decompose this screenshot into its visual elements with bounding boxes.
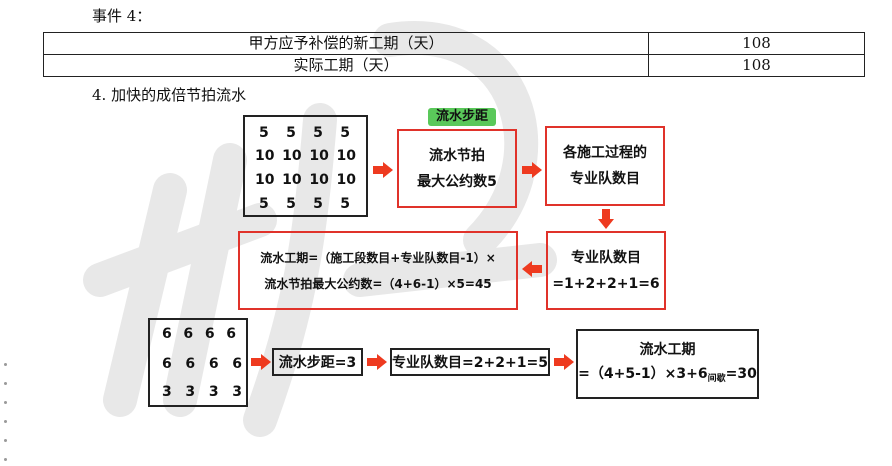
- rhythm-matrix-1: 5 5 5 5 10 10 10 10 10 10 10 10 5 5 5 5: [243, 115, 368, 217]
- arrow-icon: [598, 209, 614, 229]
- matrix-cell: 6: [183, 326, 194, 342]
- matrix-row: 5 5 5 5: [259, 196, 350, 212]
- duration-formula-box: 流水工期=（施工段数目+专业队数目-1）× 流水节拍最大公约数=（4+6-1）×…: [238, 231, 518, 310]
- formula-main: =（4+5-1）×3+6: [578, 365, 708, 382]
- team-count-box-2: 专业队数目=2+2+1=5: [390, 348, 550, 376]
- box-text: 流水步距=3: [278, 355, 357, 371]
- compensation-table: 甲方应予补偿的新工期（天） 108 实际工期（天） 108: [43, 32, 865, 77]
- box-text: 专业队数目: [571, 249, 641, 266]
- matrix-cell: 10: [336, 172, 356, 188]
- arrow-icon: [251, 354, 271, 370]
- table-cell-value: 108: [648, 32, 865, 55]
- matrix-cell: 6: [226, 326, 236, 342]
- table-row: 甲方应予补偿的新工期（天） 108: [43, 32, 865, 55]
- matrix-cell: 5: [313, 125, 323, 141]
- drag-handle-icon[interactable]: [3, 352, 11, 466]
- box-text: 各施工过程的: [563, 145, 647, 161]
- matrix-cell: 10: [282, 148, 302, 164]
- matrix-cell: 5: [340, 125, 350, 141]
- matrix-cell: 10: [336, 148, 356, 164]
- matrix-cell: 10: [309, 148, 329, 164]
- matrix-row: 6 6 6 6: [162, 356, 242, 372]
- matrix-cell: 10: [282, 172, 302, 188]
- table-row: 实际工期（天） 108: [43, 54, 865, 77]
- box-text: 最大公约数5: [417, 173, 497, 190]
- matrix-cell: 3: [162, 384, 172, 400]
- box-text: 专业队数目: [570, 171, 640, 187]
- matrix-cell: 5: [340, 196, 350, 212]
- matrix-cell: 3: [185, 384, 196, 400]
- team-sum-box: 专业队数目 =1+2+2+1=6: [546, 231, 666, 310]
- matrix-cell: 5: [286, 196, 296, 212]
- matrix-row: 3 3 3 3: [162, 384, 242, 400]
- table-cell-value: 108: [648, 54, 865, 77]
- event-heading: 事件 4：: [92, 7, 152, 25]
- matrix-cell: 6: [208, 356, 219, 372]
- matrix-cell: 5: [259, 125, 269, 141]
- matrix-cell: 10: [255, 172, 275, 188]
- duration-result-box: 流水工期 =（4+5-1）×3+6间歇=30: [576, 329, 759, 399]
- matrix-cell: 3: [208, 384, 219, 400]
- gcd-box: 流水节拍 最大公约数5: [397, 129, 517, 208]
- matrix-cell: 6: [204, 326, 215, 342]
- box-text: 流水工期: [639, 341, 696, 358]
- matrix-cell: 5: [313, 196, 323, 212]
- matrix-cell: 6: [232, 356, 242, 372]
- team-count-box: 各施工过程的 专业队数目: [545, 126, 665, 206]
- matrix-row: 10 10 10 10: [255, 172, 356, 188]
- matrix-row: 6 6 6 6: [162, 326, 236, 342]
- box-text: 流水节拍: [429, 147, 485, 164]
- matrix-cell: 5: [286, 125, 296, 141]
- matrix-row: 5 5 5 5: [259, 125, 350, 141]
- matrix-cell: 6: [162, 356, 172, 372]
- box-text: =1+2+2+1=6: [552, 275, 660, 292]
- matrix-cell: 5: [259, 196, 269, 212]
- box-text: 专业队数目=2+2+1=5: [392, 355, 548, 371]
- arrow-icon: [522, 162, 542, 178]
- rhythm-matrix-2: 6 6 6 6 6 6 6 6 3 3 3 3: [148, 318, 248, 407]
- matrix-cell: 10: [255, 148, 275, 164]
- arrow-icon: [554, 354, 574, 370]
- matrix-cell: 10: [309, 172, 329, 188]
- matrix-cell: 3: [232, 384, 242, 400]
- arrow-icon: [373, 162, 393, 178]
- arrow-icon: [522, 261, 542, 277]
- flow-step-tag: 流水步距: [428, 108, 496, 126]
- matrix-cell: 6: [185, 356, 196, 372]
- section-heading: 4. 加快的成倍节拍流水: [92, 86, 247, 104]
- box-text: 流水节拍最大公约数=（4+6-1）×5=45: [264, 276, 492, 291]
- formula-end: =30: [725, 365, 757, 382]
- formula-subscript: 间歇: [707, 373, 726, 384]
- matrix-cell: 6: [162, 326, 172, 342]
- matrix-row: 10 10 10 10: [255, 148, 356, 164]
- box-formula: =（4+5-1）×3+6间歇=30: [578, 362, 757, 391]
- flow-step-box: 流水步距=3: [272, 348, 363, 376]
- table-cell-label: 实际工期（天）: [43, 54, 649, 77]
- box-text: 流水工期=（施工段数目+专业队数目-1）×: [260, 250, 496, 265]
- arrow-icon: [367, 354, 387, 370]
- table-cell-label: 甲方应予补偿的新工期（天）: [43, 32, 649, 55]
